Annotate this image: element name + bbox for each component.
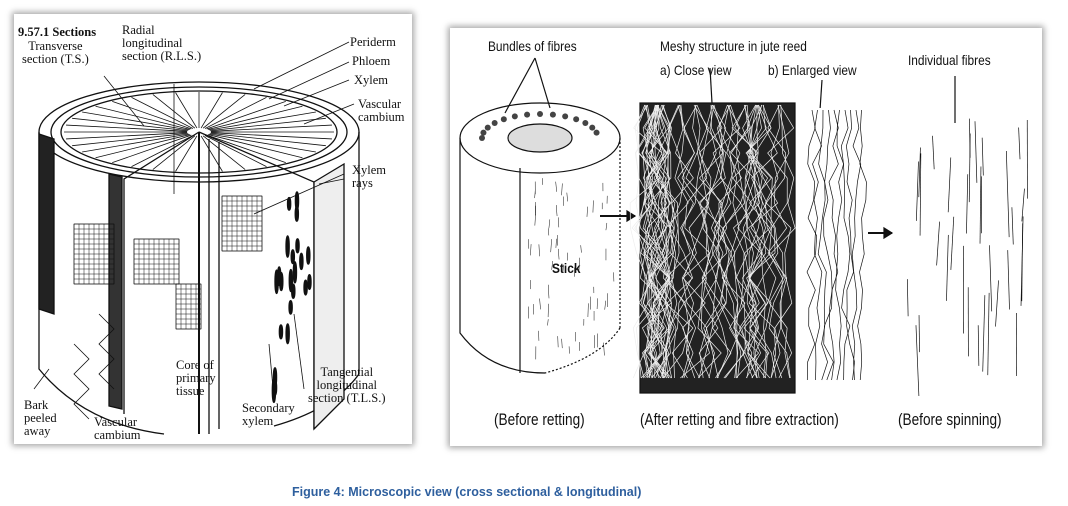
label-bark-peeled: Bark peeled away <box>24 398 57 438</box>
label-tangential-section: Tangential longitudinal section (T.L.S.) <box>308 365 386 405</box>
jute-fibre-drawing <box>459 57 1028 397</box>
label-enlarged-view: b) Enlarged view <box>768 62 857 78</box>
label-xylem-rays: Xylem rays <box>352 163 387 190</box>
label-secondary-xylem: Secondary xylem <box>242 401 295 428</box>
label-bundles-of-fibres: Bundles of fibres <box>488 38 577 54</box>
label-before-retting: (Before retting) <box>494 410 585 429</box>
stem-sections-figure: 9.57.1 Sections Transverse section (T.S.… <box>14 14 412 444</box>
stem-sections-drawing <box>33 41 360 435</box>
label-individual-fibres: Individual fibres <box>908 52 991 68</box>
label-after-retting: (After retting and fibre extraction) <box>640 410 839 429</box>
label-vascular-cambium-right: Vascular cambium <box>358 97 405 124</box>
label-transverse-section: Transverse section (T.S.) <box>22 39 89 66</box>
label-meshy-structure: Meshy structure in jute reed <box>660 38 807 54</box>
label-periderm: Periderm <box>350 35 396 49</box>
label-xylem: Xylem <box>354 73 389 87</box>
label-phloem: Phloem <box>352 54 391 68</box>
figure-caption: Figure 4: Microscopic view (cross sectio… <box>292 485 642 499</box>
label-before-spinning: (Before spinning) <box>898 410 1002 429</box>
sections-heading: 9.57.1 Sections <box>18 25 97 39</box>
label-radial-section: Radial longitudinal section (R.L.S.) <box>122 23 202 63</box>
label-stick: Stick <box>552 260 581 276</box>
label-core-primary-tissue: Core of primary tissue <box>176 358 216 398</box>
label-vascular-cambium-bottom: Vascular cambium <box>94 415 141 442</box>
label-close-view: a) Close view <box>660 62 732 78</box>
jute-fibre-figure: Bundles of fibres Meshy structure in jut… <box>450 28 1042 446</box>
